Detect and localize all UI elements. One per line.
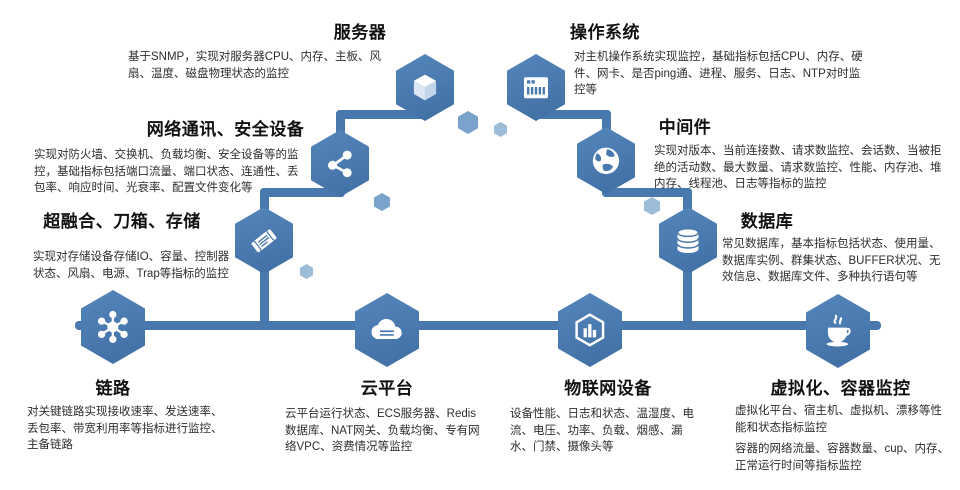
middleware-node-hexagon xyxy=(577,127,635,194)
globe-icon xyxy=(588,140,624,182)
decorative-hexagon xyxy=(458,111,478,134)
os-node-desc: 对主机操作系统实现监控，基础指标包括CPU、内存、硬件、网卡、是否ping通、进… xyxy=(574,51,863,97)
database-icon xyxy=(670,220,706,262)
server-node-desc: 基于SNMP，实现对服务器CPU、内存、主板、风扇、温度、磁盘物理状态的监控 xyxy=(128,51,382,80)
connector-storage-network-elbow xyxy=(260,188,345,197)
scroll-icon xyxy=(246,220,282,262)
iot-node-title: 物联网设备 xyxy=(564,379,652,398)
cloud-node-hexagon xyxy=(355,293,419,367)
connector-database-middleware-elbow xyxy=(602,188,692,197)
database-node-hexagon xyxy=(659,207,717,274)
link-node-desc: 对关键链路实现接收速率、发送速率、丢包率、带宽利用率等指标进行监控、主备链路 xyxy=(27,406,223,452)
decorative-hexagon xyxy=(644,197,660,215)
database-node-title: 数据库 xyxy=(740,212,794,231)
decorative-hexagon xyxy=(374,193,390,211)
cloud-node-desc: 云平台运行状态、ECS服务器、Redis数据库、NAT网关、负载均衡、专有网络V… xyxy=(285,408,480,454)
virtualization-node-desc2: 容器的网络流量、容器数量、cup、内存、正常运行时间等指标监控 xyxy=(735,443,950,472)
cloud-icon xyxy=(367,307,407,353)
network-node-title: 网络通讯、安全设备 xyxy=(146,120,305,139)
cloud-node-title: 云平台 xyxy=(360,379,414,398)
os-node-title: 操作系统 xyxy=(570,23,640,42)
network-node-desc: 实现对防火墙、交换机、负载均衡、安全设备等的监控，基础指标包括端口流量、端口状态… xyxy=(34,149,299,195)
os-node-hexagon xyxy=(507,54,565,121)
decorative-hexagon xyxy=(300,264,313,279)
network-node-hexagon xyxy=(311,130,369,197)
main-horizontal-connector xyxy=(75,321,881,330)
iot-node-desc: 设备性能、日志和状态、温湿度、电流、电压、功率、负载、烟感、漏水、门禁、摄像头等 xyxy=(510,408,694,454)
decorative-hexagon xyxy=(494,122,507,137)
middleware-node-desc: 实现对版本、当前连接数、请求数监控、会话数、当被拒绝的活动数、最大数量、请求数监… xyxy=(654,145,942,191)
iot-box-icon xyxy=(570,307,610,353)
storage-node-desc: 实现对存储设备存储IO、容量、控制器状态、风扇、电源、Trap等指标的监控 xyxy=(33,251,230,280)
connector-network-server-elbow xyxy=(336,110,429,119)
virtualization-node-hexagon xyxy=(806,294,870,368)
server-node-title: 服务器 xyxy=(333,23,387,42)
cube-icon xyxy=(407,67,443,109)
virtualization-node-desc: 虚拟化平台、宿主机、虚拟机、漂移等性能和状态指标监控 xyxy=(735,405,942,434)
connector-middleware-os-elbow xyxy=(531,110,611,119)
middleware-node-title: 中间件 xyxy=(658,118,712,137)
storage-node-hexagon xyxy=(235,207,293,274)
storage-node-title: 超融合、刀箱、存储 xyxy=(43,212,201,231)
hub-icon xyxy=(93,304,133,350)
link-node-hexagon xyxy=(81,290,145,364)
link-node-title: 链路 xyxy=(95,379,131,398)
share-network-icon xyxy=(322,143,358,185)
server-rack-icon xyxy=(518,67,554,109)
virtualization-node-title: 虚拟化、容器监控 xyxy=(770,379,911,398)
iot-node-hexagon xyxy=(558,293,622,367)
database-node-desc: 常见数据库，基本指标包括状态、使用量、数据库实例、群集状态、BUFFER状况、无… xyxy=(722,238,941,284)
java-cup-icon xyxy=(818,308,858,354)
